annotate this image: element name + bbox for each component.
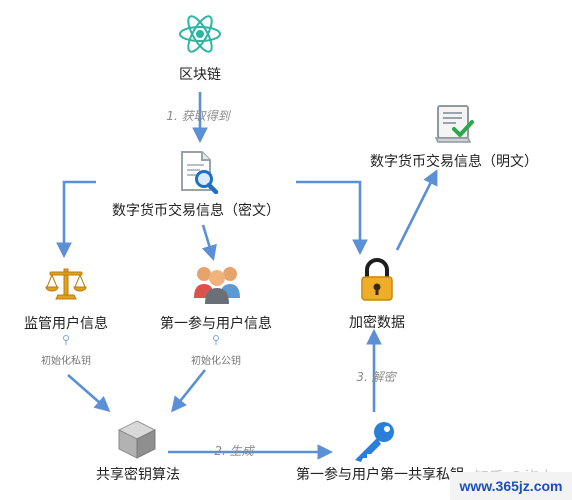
cube-icon [117,420,157,459]
node-encrypted-label: 加密数据 [349,315,405,331]
users-group-icon [194,267,240,304]
edge-init-public-label: 初始化公钥 [191,356,241,367]
atom-icon [179,15,221,53]
arrow-encrypted-to-plaintext [395,169,438,251]
arrow-regulator-to-algorithm [67,374,111,413]
arrow-ciphertext-to-encrypted [296,180,368,256]
edge-obtain-label: 1. 获取得到 [166,109,230,123]
edge-init-private-label: 初始化私钥 [41,356,91,367]
pin-public-icon [213,335,219,341]
key-icon [355,422,394,462]
scale-icon [45,268,87,300]
node-regulator-label: 监管用户信息 [24,316,108,332]
node-blockchain-label: 区块链 [179,67,221,83]
node-shared-key-label: 第一参与用户第一共享私钥 [296,467,464,483]
certificate-check-icon [434,105,474,143]
padlock-icon [361,258,393,301]
site-watermark: www.365jz.com [450,472,572,500]
node-algorithm-label: 共享密钥算法 [96,467,180,483]
node-plaintext-label: 数字货币交易信息（明文） [370,154,538,170]
node-ciphertext-label: 数字货币交易信息（密文） [112,203,280,219]
pin-private-icon [63,335,69,341]
document-search-icon [181,151,219,194]
edge-decrypt-label: 3. 解密 [356,370,396,384]
arrow-ciphertext-to-participant [201,224,217,261]
arrow-participant-to-algorithm [171,369,207,413]
edge-generate-label: 2. 生成 [214,444,254,458]
node-participant-label: 第一参与用户信息 [160,316,272,332]
arrow-ciphertext-to-regulator [56,180,96,259]
